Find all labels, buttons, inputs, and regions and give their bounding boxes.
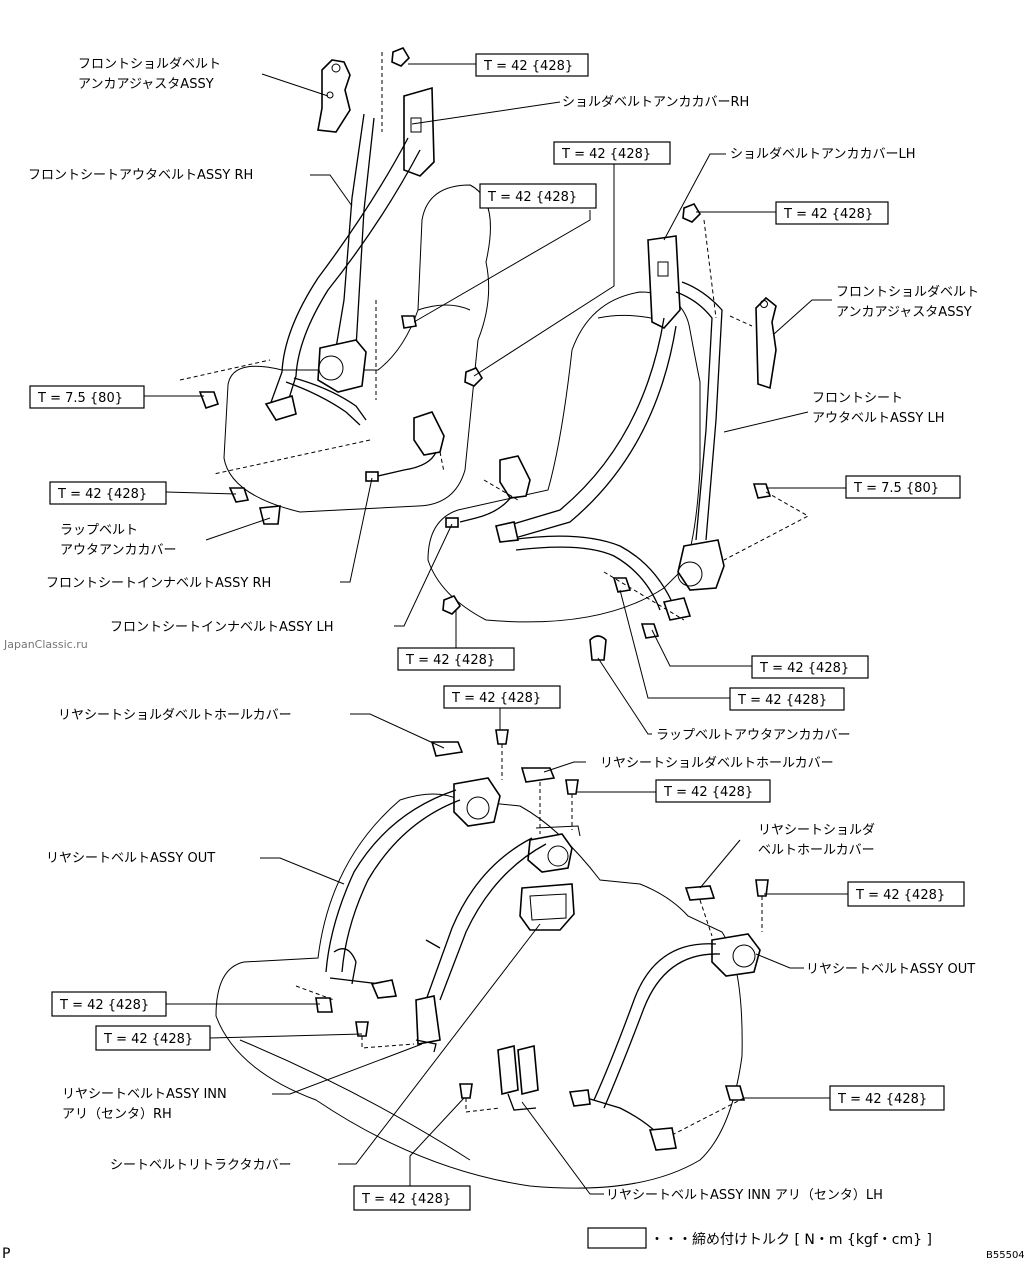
svg-text:T = 42 {428}: T = 42 {428} (405, 653, 495, 668)
torque-box: T = 42 {428} (655, 779, 771, 803)
label-front-shoulder-adjuster-lh-2: アンカアジャスタASSY (836, 305, 972, 320)
torque-box: T = 42 {428} (479, 183, 597, 209)
front-inner-belt-rh-part (365, 411, 445, 482)
label-front-outer-belt-lh-1: フロントシート (812, 391, 903, 406)
label-front-outer-belt-rh: フロントシートアウタベルトASSY RH (28, 168, 253, 183)
torque-box: T = 42 {428} (95, 1025, 211, 1051)
rear-belt-out-right-part (568, 933, 761, 1151)
dashed-guides-rear (295, 744, 763, 1135)
label-front-outer-belt-lh-2: アウタベルトASSY LH (812, 411, 945, 426)
label-shoulder-cover-rh: ショルダベルトアンカカバーRH (562, 95, 749, 110)
torque-box: T = 42 {428} (775, 201, 889, 225)
part-labels: フロントショルダベルト アンカアジャスタASSY ショルダベルトアンカカバーRH… (28, 57, 979, 1203)
label-rear-hole-cover-3-1: リヤシートショルダ (758, 823, 875, 838)
figure-code: B55504 (986, 1250, 1025, 1261)
label-lap-outer-cover-rh-2: アウタアンカカバー (60, 543, 176, 558)
watermark: JapanClassic.ru (3, 638, 88, 651)
front-inner-belt-lh-part (445, 455, 531, 528)
torque-box: T = 42 {428} (443, 685, 561, 709)
torque-boxes: T = 42 {428} T = 42 {428} T = 42 {428} T… (29, 53, 965, 1211)
rear-inn-lh-part (497, 1044, 539, 1111)
label-front-shoulder-adjuster-lh-1: フロントショルダベルト (836, 285, 979, 300)
svg-text:T = 42 {428}: T = 42 {428} (103, 1032, 193, 1047)
svg-text:T = 42 {428}: T = 42 {428} (561, 147, 651, 162)
svg-text:T = 7.5 {80}: T = 7.5 {80} (853, 481, 939, 496)
svg-text:T = 42 {428}: T = 42 {428} (837, 1092, 927, 1107)
label-lap-outer-cover-rh-1: ラップベルト (60, 523, 138, 538)
svg-text:T = 42 {428}: T = 42 {428} (487, 190, 577, 205)
torque-box: T = 42 {428} (729, 687, 845, 711)
label-retractor-cover: シートベルトリトラクタカバー (110, 1158, 291, 1173)
rear-inn-rh-part (415, 833, 573, 1053)
svg-text:T = 42 {428}: T = 42 {428} (59, 998, 149, 1013)
torque-box: T = 42 {428} (397, 647, 515, 671)
label-rear-hole-cover-1: リヤシートショルダベルトホールカバー (58, 708, 292, 723)
shoulder-adjuster-lh-part (755, 296, 777, 390)
svg-text:T = 42 {428}: T = 42 {428} (663, 785, 753, 800)
shoulder-adjuster-rh-part (317, 59, 351, 133)
torque-box: T = 42 {428} (829, 1085, 945, 1111)
bolts-front-lh (442, 203, 772, 661)
front-rh-seat (223, 184, 491, 513)
label-front-shoulder-adjuster-rh-2: アンカアジャスタASSY (78, 77, 214, 92)
label-rear-inn-rh-1: リヤシートベルトASSY INN (62, 1087, 227, 1102)
torque-box: T = 42 {428} (475, 53, 589, 77)
svg-text:T = 42 {428}: T = 42 {428} (783, 207, 873, 222)
svg-text:T = 42 {428}: T = 42 {428} (361, 1192, 451, 1207)
label-front-inner-belt-lh: フロントシートインナベルトASSY LH (110, 620, 334, 635)
bolts-front-rh (198, 47, 484, 525)
torque-box: T = 7.5 {80} (845, 475, 961, 499)
dashed-guides-front-rh (179, 52, 445, 475)
front-outer-belt-rh-part (264, 113, 421, 426)
shoulder-cover-lh-part (647, 235, 681, 329)
label-rear-inn-rh-2: アリ（センタ）RH (62, 1107, 172, 1122)
label-lap-outer-cover-lh: ラップベルトアウタアンカカバー (656, 728, 850, 743)
label-rear-belt-out-right: リヤシートベルトASSY OUT (806, 962, 975, 977)
label-rear-inn-lh: リヤシートベルトASSY INN アリ（センタ）LH (606, 1188, 883, 1203)
torque-box: T = 42 {428} (553, 141, 671, 165)
svg-text:T = 42 {428}: T = 42 {428} (483, 59, 573, 74)
torque-box: T = 7.5 {80} (29, 385, 145, 409)
torque-box: T = 42 {428} (751, 655, 869, 679)
front-outer-belt-lh-part (495, 281, 725, 621)
label-rear-hole-cover-2: リヤシートショルダベルトホールカバー (600, 756, 834, 771)
torque-box: T = 42 {428} (353, 1185, 471, 1211)
legend-box (587, 1227, 647, 1249)
label-shoulder-cover-lh: ショルダベルトアンカカバーLH (730, 147, 916, 162)
svg-text:T = 42 {428}: T = 42 {428} (451, 691, 541, 706)
label-rear-hole-cover-3-2: ベルトホールカバー (758, 843, 875, 858)
rear-hole-covers (430, 741, 716, 901)
torque-box: T = 42 {428} (51, 991, 167, 1017)
bolts-rear (315, 729, 769, 1101)
label-rear-belt-out-left: リヤシートベルトASSY OUT (46, 851, 215, 866)
svg-text:T = 42 {428}: T = 42 {428} (759, 661, 849, 676)
corner-letter: P (2, 1246, 10, 1262)
retractor-cover-part (519, 883, 575, 931)
svg-text:T = 42 {428}: T = 42 {428} (57, 487, 147, 502)
shoulder-cover-rh-part (403, 86, 435, 177)
rear-belt-out-left-part (325, 777, 501, 999)
dashed-guides-front-lh (483, 219, 810, 621)
leader-lines (144, 63, 848, 1195)
svg-text:T = 42 {428}: T = 42 {428} (855, 888, 945, 903)
label-front-shoulder-adjuster-rh-1: フロントショルダベルト (78, 57, 221, 72)
label-front-inner-belt-rh: フロントシートインナベルトASSY RH (46, 576, 271, 591)
torque-legend: ・・・締め付けトルク [ N・m {kgf・cm} ] (587, 1227, 932, 1249)
legend-text: ・・・締め付けトルク [ N・m {kgf・cm} ] (650, 1231, 932, 1248)
svg-text:T = 7.5 {80}: T = 7.5 {80} (37, 391, 123, 406)
svg-text:T = 42 {428}: T = 42 {428} (737, 693, 827, 708)
torque-box: T = 42 {428} (49, 481, 167, 505)
torque-box: T = 42 {428} (847, 881, 965, 907)
